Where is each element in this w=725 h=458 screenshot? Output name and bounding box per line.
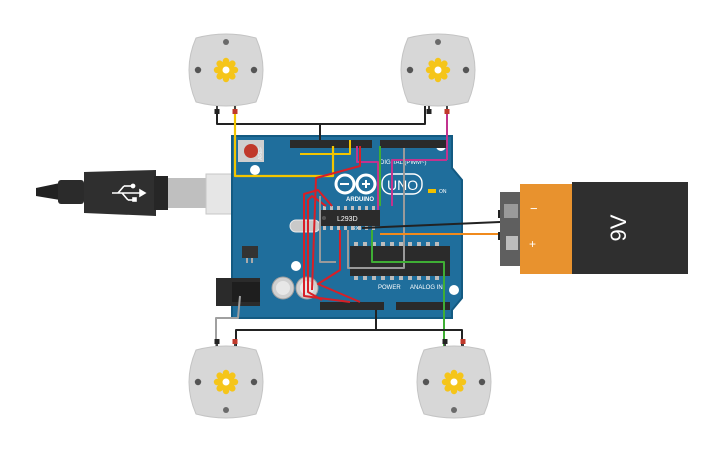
mounting-hole bbox=[449, 285, 459, 295]
power-header[interactable] bbox=[320, 302, 384, 310]
rx-label: RX bbox=[352, 226, 360, 232]
wire-gray[interactable] bbox=[215, 295, 241, 352]
analog-header[interactable] bbox=[396, 302, 450, 310]
wire-red[interactable] bbox=[307, 195, 327, 301]
motor-bottom-left[interactable] bbox=[188, 339, 264, 419]
wire-red[interactable] bbox=[311, 146, 361, 291]
arduino-uno-board[interactable]: AREF DIGITAL (PWM~) ON TX RX ARDUINO UNO bbox=[216, 135, 463, 319]
motor-bottom-right[interactable] bbox=[416, 339, 492, 419]
uno-label: UNO bbox=[387, 177, 418, 193]
gear-icon bbox=[213, 57, 239, 83]
analog-header-label: ANALOG IN bbox=[410, 285, 443, 291]
usb-trident-icon bbox=[112, 183, 147, 202]
wire-yellow[interactable] bbox=[300, 140, 351, 155]
motor-top-right[interactable] bbox=[400, 33, 476, 114]
reset-button-icon[interactable] bbox=[238, 140, 264, 162]
battery-9v[interactable]: − + 9V bbox=[498, 182, 688, 274]
battery-voltage-label: 9V bbox=[606, 214, 631, 241]
wire-red[interactable] bbox=[317, 230, 361, 303]
wire-red[interactable] bbox=[303, 189, 351, 303]
wire-black[interactable] bbox=[216, 106, 321, 140]
wire-yellow[interactable] bbox=[233, 106, 335, 178]
voltage-regulator bbox=[242, 246, 258, 258]
arduino-logo-icon bbox=[334, 173, 377, 195]
digital-header[interactable] bbox=[290, 140, 448, 148]
arduino-brand-label: ARDUINO bbox=[346, 197, 374, 203]
battery-plus-label: + bbox=[529, 237, 536, 251]
usb-cable-icon[interactable] bbox=[36, 170, 265, 216]
l293d-label: L293D bbox=[337, 216, 358, 223]
mounting-hole bbox=[291, 261, 301, 271]
battery-minus-label: − bbox=[530, 201, 538, 216]
wire-green[interactable] bbox=[371, 230, 445, 352]
gear-icon bbox=[213, 369, 239, 395]
power-header-label: POWER bbox=[378, 285, 401, 291]
dc-power-jack[interactable] bbox=[216, 278, 260, 306]
wire-black[interactable] bbox=[361, 221, 501, 229]
mounting-hole bbox=[250, 165, 260, 175]
wire-black[interactable] bbox=[320, 106, 426, 125]
aref-label: AREF bbox=[258, 147, 264, 160]
wire-gray[interactable] bbox=[319, 196, 336, 263]
on-label: ON bbox=[439, 189, 447, 195]
motors[interactable] bbox=[188, 33, 492, 419]
wire-magenta[interactable] bbox=[391, 159, 447, 206]
gear-icon bbox=[425, 57, 451, 83]
motor-top-left[interactable] bbox=[188, 33, 264, 114]
uno-badge bbox=[381, 173, 423, 195]
wire-gray[interactable] bbox=[347, 148, 405, 269]
on-led bbox=[428, 189, 436, 193]
wire-magenta[interactable] bbox=[356, 146, 379, 210]
gear-icon bbox=[441, 369, 467, 395]
